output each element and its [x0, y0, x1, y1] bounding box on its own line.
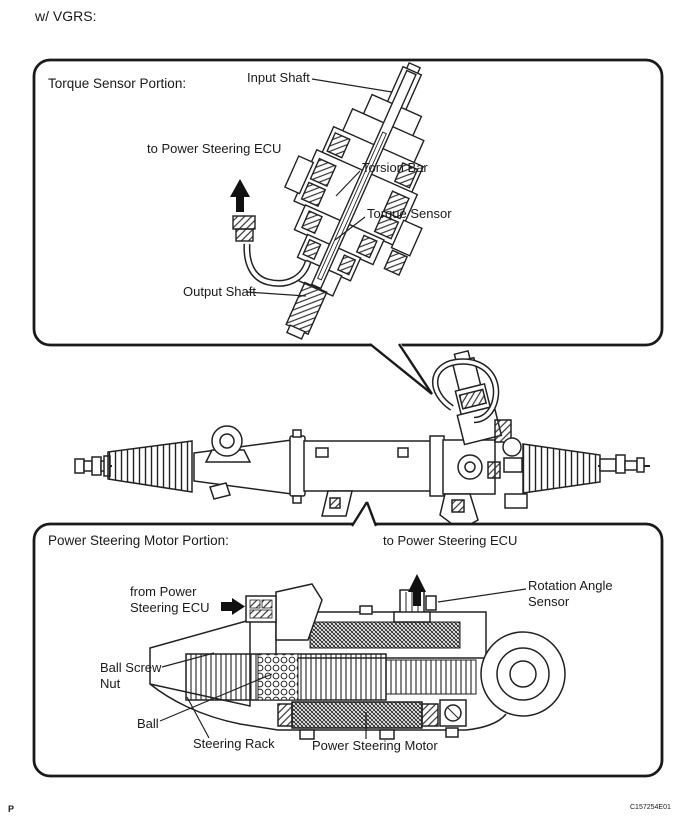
torque-sensor-diagram: [232, 61, 425, 340]
leader-line: [186, 696, 210, 739]
leader-line: [334, 216, 366, 241]
leader-line: [245, 291, 307, 297]
footer-figure-code: C157254E01: [630, 804, 671, 811]
label-torque-sensor: Torque Sensor: [367, 206, 452, 221]
label-output-shaft: Output Shaft: [183, 284, 256, 299]
torque-box-title: Torque Sensor Portion:: [48, 76, 187, 91]
right-arrow-icon: [221, 598, 245, 615]
leader-line: [161, 652, 215, 668]
steering-gear-diagram: [74, 349, 650, 531]
page-header: w/ VGRS:: [35, 8, 97, 24]
power-steering-motor-diagram: [149, 583, 566, 740]
label-ball-screw-nut: Ball Screw Nut: [100, 660, 162, 692]
up-arrow-icon: [230, 179, 250, 212]
label-rotation-angle-sensor: Rotation Angle Sensor: [528, 578, 613, 610]
leader-line: [159, 673, 273, 722]
motor-box-title: Power Steering Motor Portion:: [48, 533, 229, 548]
leader-line: [311, 78, 393, 93]
leader-line: [335, 170, 361, 197]
label-input-shaft: Input Shaft: [247, 70, 310, 85]
label-from-ecu: from Power Steering ECU: [130, 584, 210, 616]
label-power-steering-motor: Power Steering Motor: [312, 738, 438, 753]
label-to-ecu-top: to Power Steering ECU: [147, 141, 282, 156]
leader-line: [437, 588, 527, 603]
label-ball: Ball: [137, 716, 159, 731]
label-torsion-bar: Torsion Bar: [362, 160, 428, 175]
footer-page-marker: P: [8, 804, 15, 814]
up-arrow-bottom-icon: [408, 574, 426, 606]
label-to-ecu-bottom: to Power Steering ECU: [383, 533, 518, 548]
label-steering-rack: Steering Rack: [193, 736, 275, 751]
